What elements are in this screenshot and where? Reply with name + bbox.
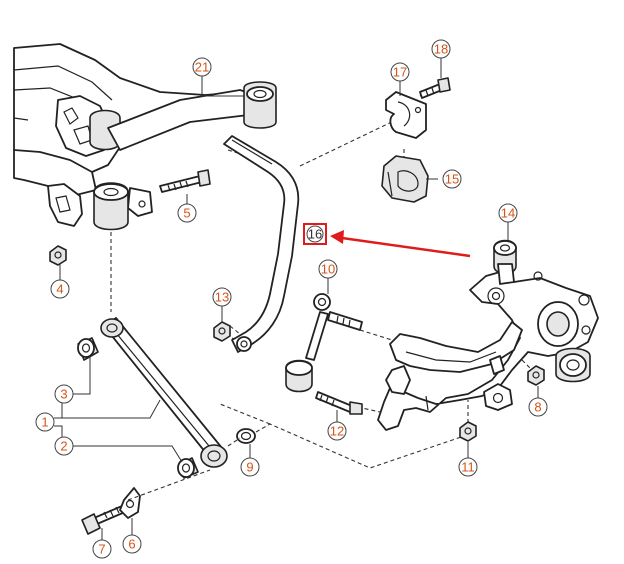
callout-15-label: 15 bbox=[445, 172, 459, 187]
callout-11-label: 11 bbox=[461, 460, 475, 475]
washer-9 bbox=[236, 428, 256, 444]
callout-5: 5 bbox=[177, 203, 197, 223]
callout-10-label: 10 bbox=[321, 262, 335, 277]
callout-12-label: 12 bbox=[330, 424, 344, 439]
callout-18-label: 18 bbox=[434, 42, 448, 57]
callout-16-label: 16 bbox=[308, 227, 322, 242]
bushing-2 bbox=[177, 457, 199, 479]
nut-11 bbox=[459, 421, 477, 442]
bolt-12 bbox=[315, 391, 363, 415]
callout-12: 12 bbox=[327, 421, 347, 441]
bolt-18 bbox=[419, 77, 451, 99]
callout-1: 1 bbox=[35, 412, 55, 432]
callout-18: 18 bbox=[431, 39, 451, 59]
callout-8: 8 bbox=[528, 397, 548, 417]
callout-10: 10 bbox=[318, 259, 338, 279]
callout-4: 4 bbox=[50, 279, 70, 299]
callout-5-label: 5 bbox=[183, 206, 190, 221]
nut-8 bbox=[527, 365, 545, 386]
callout-21-label: 21 bbox=[195, 60, 209, 75]
callout-15: 15 bbox=[442, 169, 462, 189]
clamp-17 bbox=[385, 91, 427, 139]
callout-9: 9 bbox=[240, 457, 260, 477]
callout-4-label: 4 bbox=[56, 282, 63, 297]
callout-14-label: 14 bbox=[501, 206, 515, 221]
stabilizer-bushing-15 bbox=[381, 155, 429, 203]
coupling-rod bbox=[285, 293, 363, 393]
bolt-7 bbox=[81, 505, 126, 535]
callout-14: 14 bbox=[498, 203, 518, 223]
callout-8-label: 8 bbox=[534, 400, 541, 415]
highlight-arrow-head bbox=[330, 230, 344, 244]
upper-control-arm bbox=[107, 81, 277, 151]
callout-6: 6 bbox=[122, 534, 142, 554]
bushing-3 bbox=[77, 337, 99, 361]
callout-3-label: 3 bbox=[60, 387, 67, 402]
callout-2-label: 2 bbox=[60, 439, 67, 454]
callout-21: 21 bbox=[192, 57, 212, 77]
callout-7: 7 bbox=[92, 539, 112, 559]
nut-13 bbox=[213, 321, 231, 342]
nut-4 bbox=[49, 245, 67, 266]
callout-6-label: 6 bbox=[128, 537, 135, 552]
callout-13-label: 13 bbox=[215, 290, 229, 305]
callout-13: 13 bbox=[212, 287, 232, 307]
callout-11: 11 bbox=[458, 457, 478, 477]
stabilizer-bar bbox=[223, 135, 300, 353]
front-bushing bbox=[93, 182, 129, 231]
bolt-5 bbox=[159, 169, 211, 193]
callout-2: 2 bbox=[54, 436, 74, 456]
callout-3: 3 bbox=[54, 384, 74, 404]
highlight-box bbox=[303, 223, 327, 245]
callout-1-label: 1 bbox=[41, 415, 48, 430]
wheel-bearing-housing bbox=[377, 239, 599, 431]
eccentric-washer-6 bbox=[119, 487, 141, 519]
highlight-16: 16 bbox=[303, 223, 471, 258]
lower-link-arm bbox=[100, 317, 228, 468]
callout-17-label: 17 bbox=[393, 65, 407, 80]
callout-9-label: 9 bbox=[246, 460, 253, 475]
callout-7-label: 7 bbox=[98, 542, 105, 557]
highlight-arrow-shaft bbox=[341, 236, 471, 258]
callout-17: 17 bbox=[390, 62, 410, 82]
callout-16-circle bbox=[306, 225, 324, 243]
